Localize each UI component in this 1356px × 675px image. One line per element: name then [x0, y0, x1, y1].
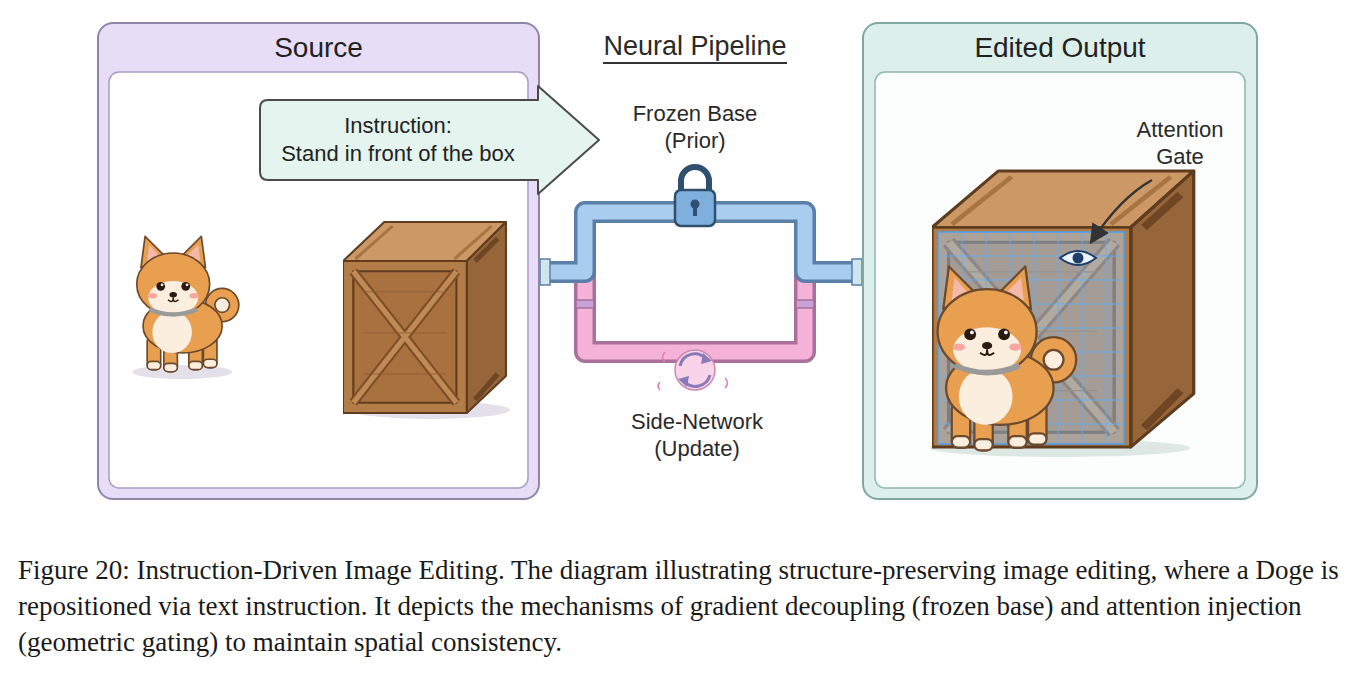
section-heading: Neural Pipeline: [603, 30, 786, 64]
arrow-shape: [258, 85, 601, 195]
pipe-label-wrap: Frozen Base (Prior): [615, 100, 775, 154]
pipe-label: Frozen Base (Prior): [633, 101, 758, 153]
instruction-arrow: Instruction:Stand in front of the box: [258, 85, 601, 195]
source-panel: Source: [97, 22, 540, 500]
callout-label-wrap: Attention Gate: [1120, 116, 1240, 170]
panel-title: Source: [99, 24, 538, 72]
panel-title: Edited Output: [864, 24, 1256, 72]
section-heading-wrap: Neural Pipeline: [545, 30, 845, 64]
output-panel: Edited Output: [862, 22, 1258, 500]
arrow-text-block: Instruction:Stand in front of the box: [258, 112, 538, 168]
instruction-text: Stand in front of the box: [258, 140, 538, 168]
pipe-label-wrap: Side-Network (Update): [607, 408, 787, 462]
pipe-label: Side-Network (Update): [631, 409, 763, 461]
figure-caption: Figure 20: Instruction-Driven Image Edit…: [18, 552, 1343, 660]
instruction-heading: Instruction:: [258, 112, 538, 140]
callout-label: Attention Gate: [1137, 117, 1224, 169]
